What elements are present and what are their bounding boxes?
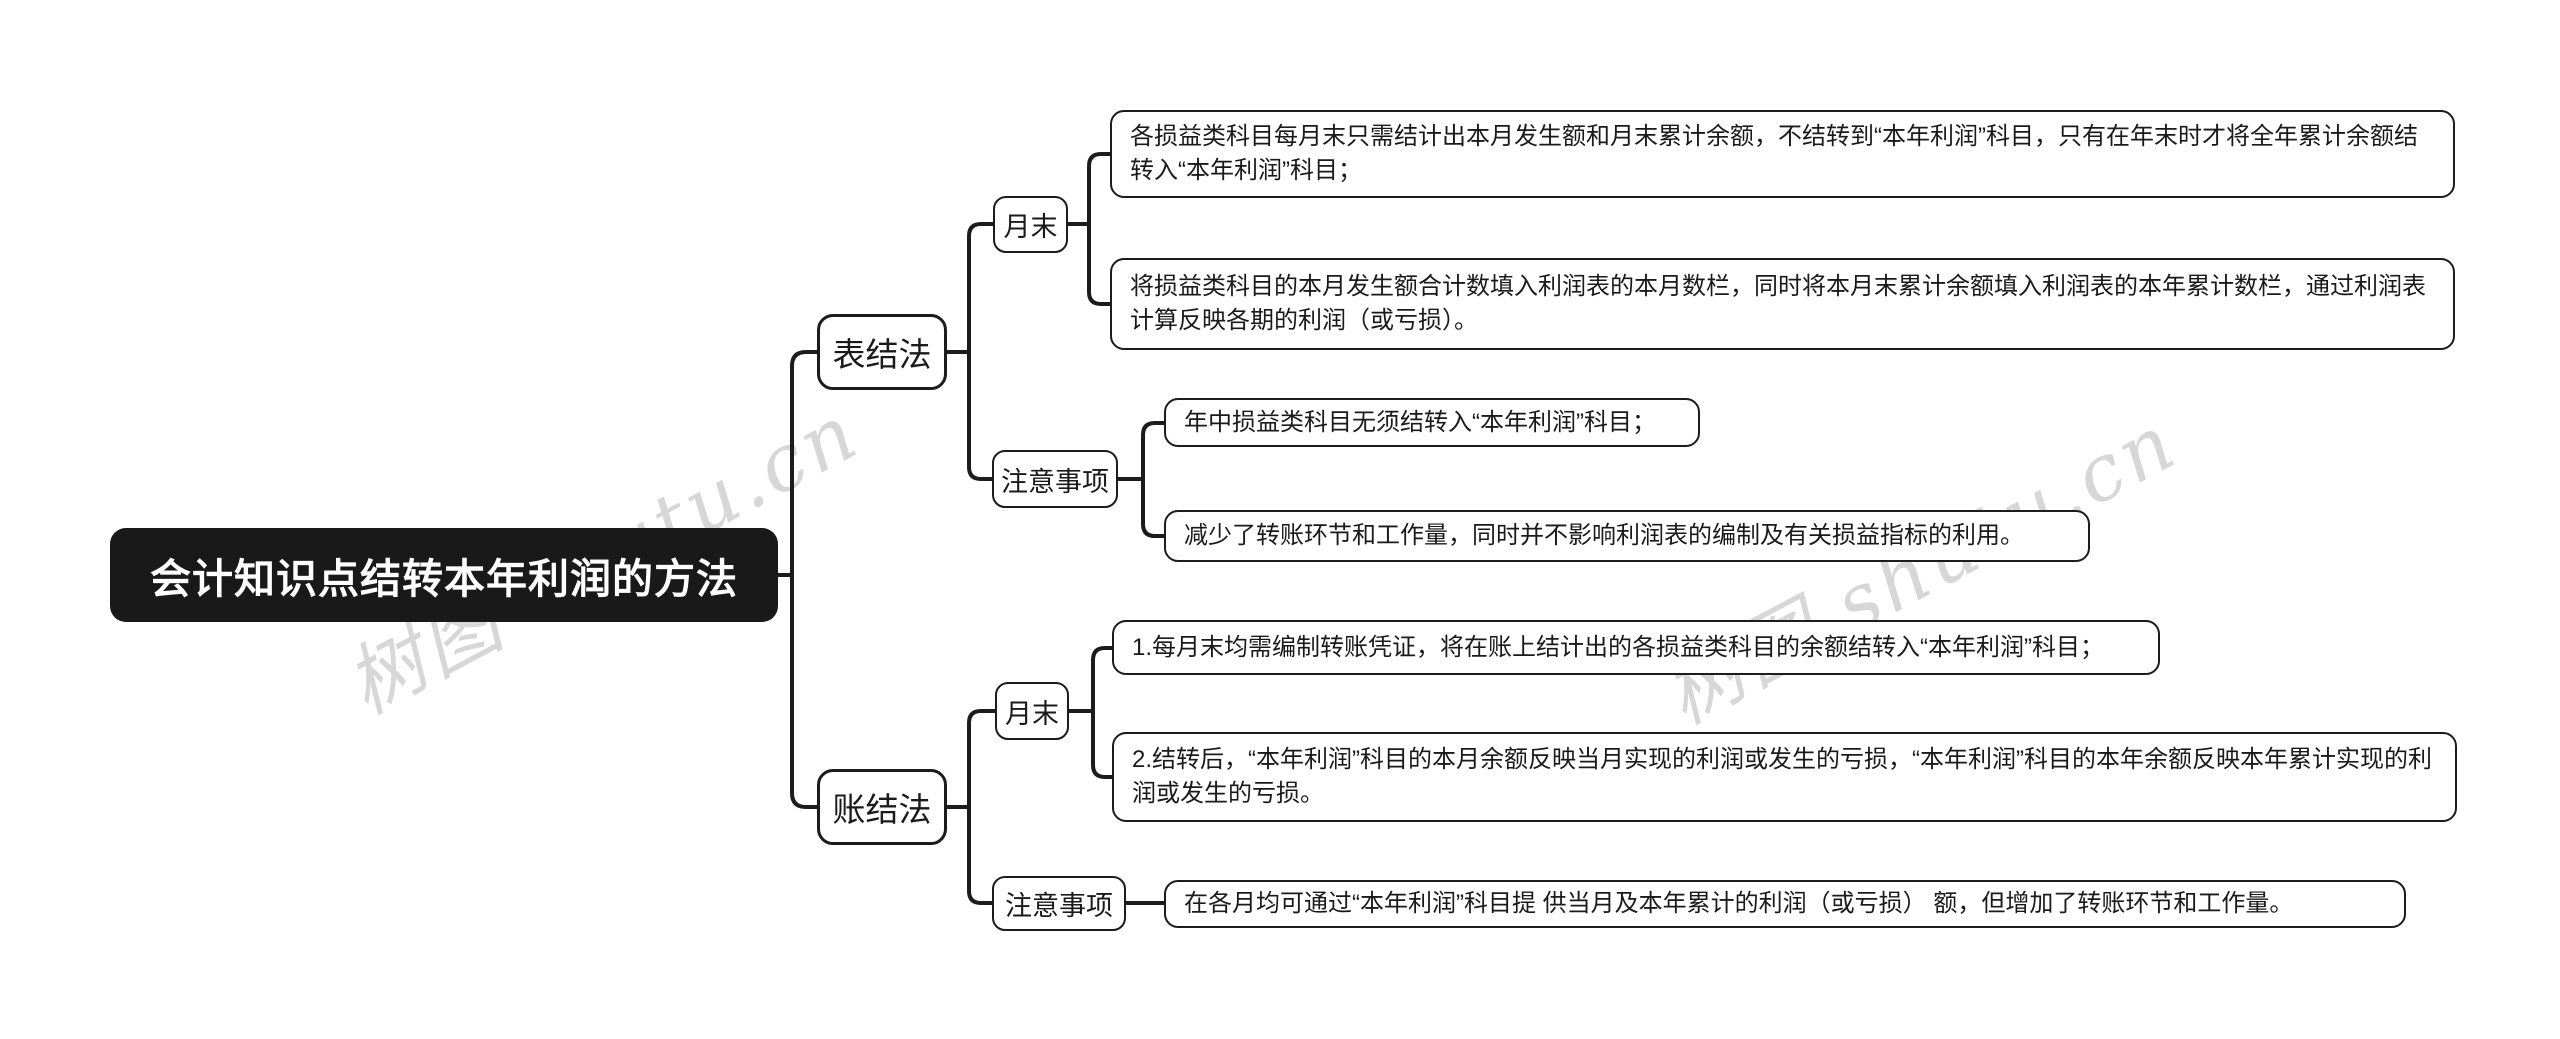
branch-table-method[interactable]: 表结法 [817,314,947,390]
connector-biao-children [967,222,995,481]
leaf-less-workload[interactable]: 减少了转账环节和工作量，同时并不影响利润表的编制及有关损益指标的利用。 [1164,510,2090,562]
node-month-end-top[interactable]: 月末 [993,196,1068,253]
node-month-end-bottom[interactable]: 月末 [995,682,1069,740]
leaf-monthly-balance-rule[interactable]: 各损益类科目每月末只需结计出本月发生额和月末累计余额，不结转到“本年利润”科目，… [1110,110,2455,198]
leaf-after-transfer-balance[interactable]: 2.结转后，“本年利润”科目的本月余额反映当月实现的利润或发生的亏损，“本年利润… [1112,732,2457,822]
connector-yuemo2-children [1091,646,1114,779]
root-node[interactable]: 会计知识点结转本年利润的方法 [110,528,778,622]
branch-account-method[interactable]: 账结法 [817,769,947,845]
leaf-income-statement-fill[interactable]: 将损益类科目的本月发生额合计数填入利润表的本月数栏，同时将本月末累计余额填入利润… [1110,258,2455,350]
connector-yuemo1-children [1087,152,1112,306]
node-notes-bottom[interactable]: 注意事项 [992,876,1126,931]
node-notes-top[interactable]: 注意事项 [992,450,1118,508]
connector-zhuyi1-children [1141,421,1166,538]
leaf-more-workload[interactable]: 在各月均可通过“本年利润”科目提 供当月及本年累计的利润（或亏损） 额，但增加了… [1164,880,2406,928]
connector-trunk [790,350,819,809]
leaf-monthly-voucher[interactable]: 1.每月末均需编制转账凭证，将在账上结计出的各损益类科目的余额结转入“本年利润”… [1112,620,2160,675]
connector-zhang-children [967,709,997,905]
leaf-no-midyear-transfer[interactable]: 年中损益类科目无须结转入“本年利润”科目； [1164,398,1700,447]
